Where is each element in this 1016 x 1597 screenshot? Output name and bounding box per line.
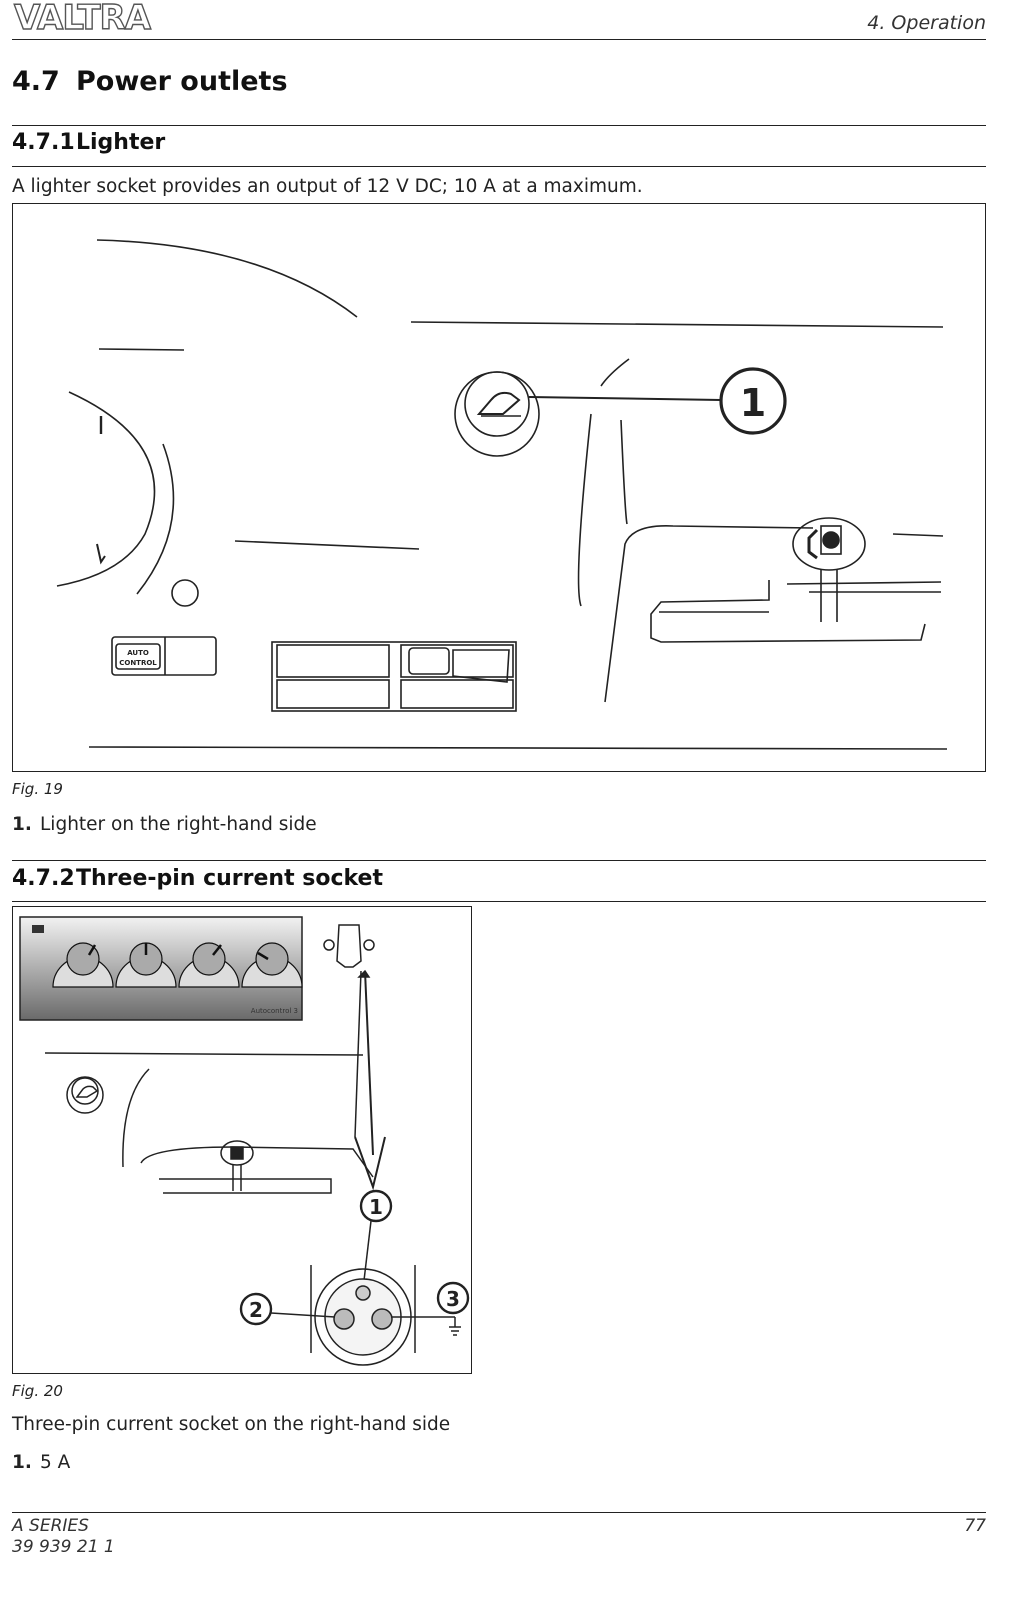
svg-text:CONTROL: CONTROL <box>119 659 157 667</box>
lighter-intro: A lighter socket provides an output of 1… <box>12 176 643 197</box>
header-section-label: 4. Operation <box>867 12 986 34</box>
footer-series: A SERIES <box>12 1516 89 1536</box>
svg-text:1: 1 <box>369 1195 383 1219</box>
three-pin-socket-large <box>310 1265 416 1366</box>
figure-20-caption: Fig. 20 <box>12 1382 63 1400</box>
lighter-socket <box>454 371 540 457</box>
svg-text:2: 2 <box>249 1298 263 1322</box>
figure-20: Autocontrol 3 1 <box>12 906 472 1374</box>
lighter-legend-item: 1.Lighter on the right-hand side <box>12 814 317 835</box>
socket-legend-item: 1.5 A <box>12 1452 71 1473</box>
svg-text:1: 1 <box>740 381 766 425</box>
callout-3-circle <box>436 1281 470 1315</box>
callout-1-circle <box>719 367 787 435</box>
switch-panel <box>271 641 517 712</box>
knob <box>171 579 199 607</box>
gauge-arc <box>56 391 156 587</box>
socket-description: Three-pin current socket on the right-ha… <box>12 1414 451 1435</box>
figure-19: AUTO CONTROL 1 <box>12 203 986 772</box>
lighter-small <box>66 1076 104 1114</box>
svg-text:AUTO: AUTO <box>127 649 149 657</box>
three-pin-socket-small <box>792 517 866 622</box>
page-number: 77 <box>964 1516 986 1536</box>
ground-icon <box>449 1317 461 1336</box>
figure-19-caption: Fig. 19 <box>12 780 63 798</box>
divider <box>12 860 986 861</box>
svg-text:3: 3 <box>446 1287 460 1311</box>
callout-2-circle <box>239 1292 273 1326</box>
header-rule <box>12 39 986 40</box>
control-panel: Autocontrol 3 <box>19 916 303 1021</box>
callout-1-circle <box>359 1189 393 1223</box>
socket-plug-top <box>323 924 375 968</box>
subsection-heading-socket: 4.7.2Three-pin current socket <box>12 866 383 891</box>
divider <box>12 901 986 902</box>
divider <box>12 166 986 167</box>
divider <box>12 125 986 126</box>
svg-text:VALTRA: VALTRA <box>14 0 152 34</box>
lighter-illustration: AUTO CONTROL 1 <box>56 239 948 750</box>
valtra-logo: VALTRA <box>13 0 153 34</box>
socket-illustration: Autocontrol 3 1 <box>19 916 470 1366</box>
svg-text:Autocontrol 3: Autocontrol 3 <box>251 1007 298 1015</box>
subsection-heading-lighter: 4.7.1Lighter <box>12 130 166 155</box>
callout-line <box>528 396 722 401</box>
footer-code: 39 939 21 1 <box>12 1537 115 1557</box>
three-pin-socket-small <box>220 1140 254 1191</box>
footer-rule <box>12 1512 986 1513</box>
auto-control-switch: AUTO CONTROL <box>111 636 217 676</box>
